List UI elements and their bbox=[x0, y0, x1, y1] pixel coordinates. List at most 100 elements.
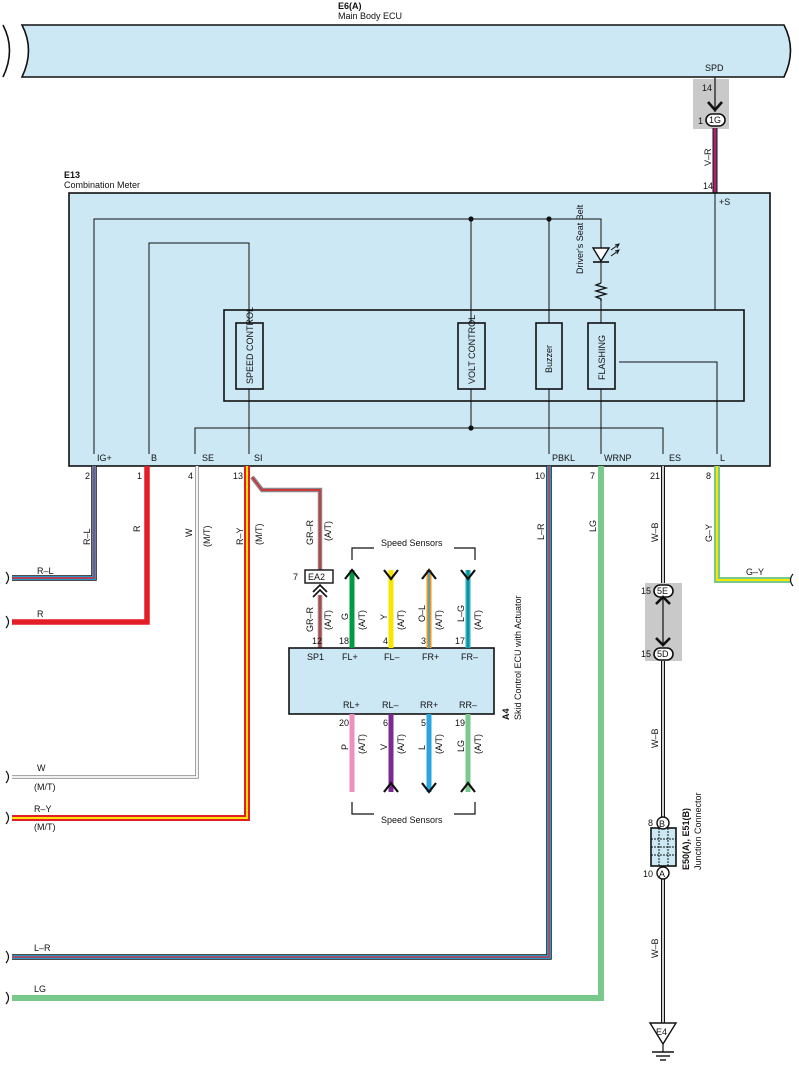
sensor-wire-o-l bbox=[421, 568, 437, 648]
wire-w bbox=[12, 466, 199, 779]
connector-1g-pin: 1 bbox=[698, 116, 703, 126]
junction-connector bbox=[650, 827, 677, 867]
meter-plus-s-pin: 14 bbox=[703, 181, 713, 191]
pin-wrnp: 7 bbox=[590, 471, 595, 481]
spd-pin: 14 bbox=[702, 83, 712, 93]
skid-term-rl-plus: RL+ bbox=[343, 700, 360, 710]
skid-pin-19: 19 bbox=[455, 718, 465, 728]
wire-w-end-label: W bbox=[37, 763, 46, 773]
wire-l-r-label: L–R bbox=[536, 523, 546, 540]
terminal-b: B bbox=[151, 453, 157, 463]
wire-end-breaks-left bbox=[5, 571, 10, 1005]
wire-r-l-label: R–L bbox=[82, 528, 92, 545]
sensor-wire-y-at: (A/T) bbox=[396, 610, 406, 630]
wire-gr-r bbox=[250, 475, 323, 648]
sensor-wire-l-g bbox=[460, 569, 476, 648]
seat-belt-resistor bbox=[593, 282, 609, 301]
wire-r bbox=[12, 466, 150, 625]
skid-ecu-code: A4 bbox=[501, 708, 511, 720]
pin-pbkl: 10 bbox=[535, 471, 545, 481]
skid-term-fl-plus: FL+ bbox=[342, 652, 358, 662]
wire-r-y-label: R–Y bbox=[235, 527, 245, 545]
wire-lg-end-label: LG bbox=[34, 984, 46, 994]
seat-belt-label: Driver's Seat Belt bbox=[575, 204, 585, 274]
wire-w-end-mt: (M/T) bbox=[34, 782, 56, 792]
wire-r-y bbox=[12, 466, 250, 821]
sensor-wire-lg-label: LG bbox=[456, 740, 466, 752]
wire-gr-r-at-lower: (A/T) bbox=[323, 610, 333, 630]
wire-gr-r-at-upper: (A/T) bbox=[323, 521, 333, 541]
flashing-label: FLASHING bbox=[597, 335, 607, 380]
spd-terminal-label: SPD bbox=[705, 63, 724, 73]
junction-pin-b-label: B bbox=[659, 819, 665, 829]
wire-w-label: W bbox=[184, 528, 194, 537]
ground-e4-label: E4 bbox=[656, 1027, 667, 1037]
skid-control-ecu-box bbox=[288, 647, 495, 715]
connector-5d-oval bbox=[653, 647, 674, 661]
junction-dot-1 bbox=[468, 216, 474, 222]
buzzer-block bbox=[535, 322, 563, 390]
skid-term-fl-minus: FL– bbox=[384, 652, 400, 662]
skid-pin-6: 6 bbox=[383, 718, 388, 728]
flashing-block bbox=[587, 322, 616, 390]
sensor-wire-l bbox=[421, 714, 437, 794]
sensor-wire-p-label: P bbox=[340, 744, 350, 750]
speed-control-block bbox=[235, 322, 264, 390]
main-body-ecu-name: Main Body ECU bbox=[338, 11, 402, 21]
wire-w-b-label-2: W–B bbox=[650, 728, 660, 748]
wire-w-b-label-3: W–B bbox=[650, 938, 660, 958]
skid-term-fr-plus: FR+ bbox=[422, 652, 439, 662]
skid-ecu-top-terminals: SP1 FL+ FL– FR+ FR– bbox=[307, 652, 478, 662]
wire-r-label: R bbox=[132, 525, 142, 532]
pin-b: 1 bbox=[137, 471, 142, 481]
seat-belt-warning-led bbox=[591, 243, 620, 266]
connector-ea2-pin: 7 bbox=[293, 572, 298, 582]
connector-ea2 bbox=[304, 569, 334, 584]
speed-sensors-top-label: Speed Sensors bbox=[381, 538, 443, 548]
wire-end-break-right bbox=[789, 573, 794, 587]
wire-r-y-mt: (M/T) bbox=[254, 524, 264, 546]
sensor-wire-l-label: L bbox=[417, 745, 427, 750]
sensor-wire-g bbox=[344, 568, 360, 648]
sensor-wire-y bbox=[383, 569, 399, 648]
pin-se: 4 bbox=[188, 471, 193, 481]
connector-1g-oval bbox=[705, 113, 726, 127]
sensor-wire-l-g-at: (A/T) bbox=[473, 610, 483, 630]
skid-pin-5: 5 bbox=[421, 718, 426, 728]
skid-pin-4: 4 bbox=[383, 636, 388, 646]
meter-internal-wiring bbox=[93, 193, 718, 454]
skid-term-fr-minus: FR– bbox=[461, 652, 478, 662]
wire-g-y bbox=[714, 466, 790, 583]
sensor-wire-lg-at: (A/T) bbox=[473, 734, 483, 754]
skid-ecu-bottom-terminals: RL+ RL– RR+ RR– bbox=[343, 700, 477, 710]
skid-ecu-name: Skid Control ECU with Actuator bbox=[513, 595, 523, 720]
wire-r-y-end-label: R–Y bbox=[34, 804, 52, 814]
speed-control-label: SPEED CONTROL bbox=[245, 307, 255, 384]
wire-r-l-end-label: R–L bbox=[37, 566, 54, 576]
connector-1g-label: 1G bbox=[709, 115, 721, 125]
volt-control-label: VOLT CONTROL bbox=[467, 315, 477, 384]
junction-pin-a-circle bbox=[656, 866, 670, 880]
junction-pin-b-num: 8 bbox=[648, 818, 653, 828]
meter-terminals: IG+ B SE SI PBKL WRNP ES L bbox=[97, 453, 725, 463]
meter-plus-s-terminal: +S bbox=[719, 197, 730, 207]
wire-v-r-label: V–R bbox=[703, 148, 713, 166]
pin-l: 8 bbox=[706, 471, 711, 481]
connector-ea2-chevron bbox=[312, 583, 328, 598]
junction-dot-2 bbox=[546, 216, 552, 222]
sensor-wire-o-l-label: O–L bbox=[417, 605, 427, 622]
connector-5d-pin: 15 bbox=[641, 649, 651, 659]
wire-l-r bbox=[12, 466, 552, 960]
skid-pin-12: 12 bbox=[312, 636, 322, 646]
meter-control-module bbox=[223, 309, 745, 402]
terminal-si: SI bbox=[254, 453, 263, 463]
wire-r-end-label: R bbox=[37, 609, 44, 619]
wire-gr-r-label-lower: GR–R bbox=[305, 606, 315, 632]
terminal-wrnp: WRNP bbox=[604, 453, 632, 463]
sensor-wire-y-label: Y bbox=[379, 614, 389, 620]
wire-w-b-label-1: W–B bbox=[650, 522, 660, 542]
terminal-es: ES bbox=[669, 453, 681, 463]
wire-gr-r-label-upper: GR–R bbox=[305, 519, 315, 545]
junction-pin-a-num: 10 bbox=[643, 869, 653, 879]
wire-r-y-end-mt: (M/T) bbox=[34, 822, 56, 832]
